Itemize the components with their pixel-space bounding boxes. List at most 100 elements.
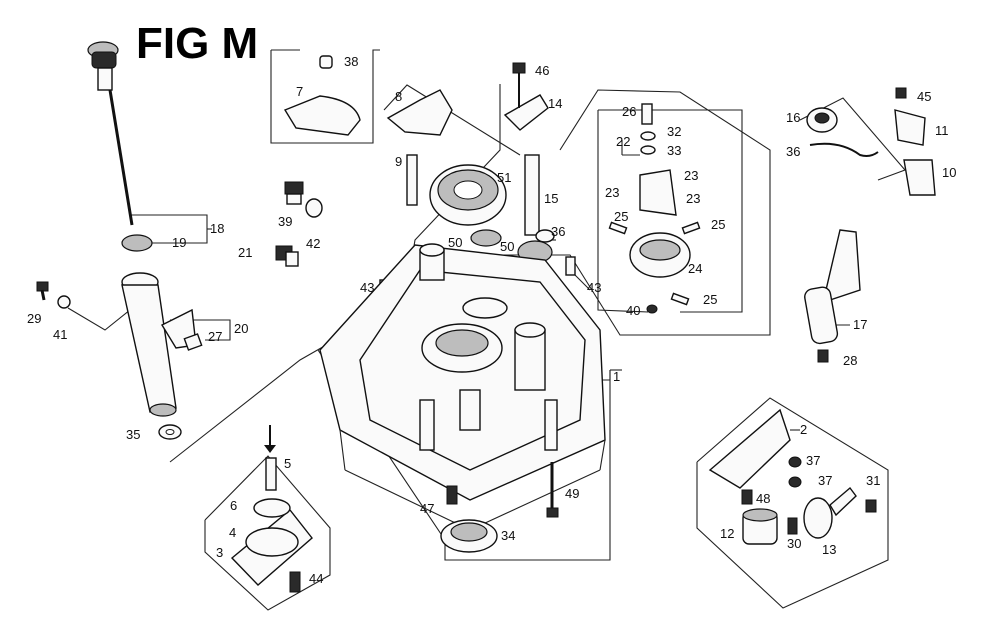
callout-22: 22 (616, 134, 630, 149)
spring-37-lower (788, 476, 802, 488)
callout-37a: 37 (806, 453, 820, 468)
callout-38: 38 (344, 54, 358, 69)
callout-14: 14 (548, 96, 562, 111)
callout-40: 40 (626, 303, 640, 318)
callout-6: 6 (230, 498, 237, 513)
callout-3: 3 (216, 545, 223, 560)
strip-15 (524, 154, 540, 236)
washer-36 (535, 229, 555, 243)
callout-13: 13 (822, 542, 836, 557)
callout-8: 8 (395, 89, 402, 104)
callout-30: 30 (787, 536, 801, 551)
cam-12 (742, 508, 778, 545)
callout-32: 32 (667, 124, 681, 139)
bolt-49 (546, 462, 559, 518)
callout-10: 10 (942, 165, 956, 180)
oil-pump-cover-assembly (230, 425, 313, 593)
callout-45: 45 (917, 89, 931, 104)
callout-47: 47 (420, 501, 434, 516)
cover-10 (903, 159, 936, 196)
callout-42: 42 (306, 236, 320, 251)
callout-9: 9 (395, 154, 402, 169)
callout-5: 5 (284, 456, 291, 471)
callout-49: 49 (565, 486, 579, 501)
callout-4: 4 (229, 525, 236, 540)
callout-34: 34 (501, 528, 515, 543)
callout-12: 12 (720, 526, 734, 541)
washer-41 (57, 295, 71, 309)
plate-2 (708, 408, 791, 489)
callout-43b: 43 (587, 280, 601, 295)
callout-25c: 25 (703, 292, 717, 307)
lever-17 (804, 229, 861, 345)
callout-27: 27 (208, 329, 222, 344)
plate-7 (283, 95, 361, 136)
callout-51: 51 (497, 170, 511, 185)
callout-23c: 23 (686, 191, 700, 206)
callout-50a: 50 (448, 235, 462, 250)
callout-17: 17 (853, 317, 867, 332)
callout-18: 18 (210, 221, 224, 236)
callout-25a: 25 (614, 209, 628, 224)
governor-assembly (608, 103, 701, 314)
callout-1: 1 (613, 369, 620, 384)
bolt-45 (895, 87, 907, 99)
callout-35: 35 (126, 427, 140, 442)
oil-seal-19 (121, 234, 153, 252)
clip-9 (406, 154, 418, 206)
bolt-46 (512, 62, 526, 74)
callout-46: 46 (535, 63, 549, 78)
crankcase-1 (319, 243, 606, 531)
figure-title: FIG M (136, 19, 258, 68)
bolt-31 (865, 499, 877, 513)
callout-33: 33 (667, 143, 681, 158)
callout-7: 7 (296, 84, 303, 99)
callout-37b: 37 (818, 473, 832, 488)
callout-23b: 23 (605, 185, 619, 200)
oil-seal-34 (440, 519, 498, 553)
callout-20: 20 (234, 321, 248, 336)
part-drawings (36, 41, 936, 593)
callout-43a: 43 (360, 280, 374, 295)
callout-26: 26 (622, 104, 636, 119)
callout-44: 44 (309, 571, 323, 586)
callout-16: 16 (786, 110, 800, 125)
callout-21: 21 (238, 245, 252, 260)
bracket-11 (894, 109, 926, 146)
plug-39 (284, 181, 304, 205)
part-number-callouts: 1 2 3 4 5 6 7 8 9 10 11 12 13 14 15 16 1… (27, 54, 956, 586)
callout-19: 19 (172, 235, 186, 250)
bolt-48-lower (741, 489, 753, 505)
oil-fill-tube-part (121, 272, 197, 417)
callout-41: 41 (53, 327, 67, 342)
callout-39: 39 (278, 214, 292, 229)
callout-11: 11 (935, 123, 949, 138)
callout-23a: 23 (684, 168, 698, 183)
dipstick-part (87, 41, 134, 226)
callout-2: 2 (800, 422, 807, 437)
bracket-14 (503, 94, 549, 131)
pin-43-right (565, 256, 576, 276)
pin-38 (319, 55, 333, 69)
bearing-51 (429, 164, 507, 226)
arm-13 (803, 486, 857, 539)
bolt-47 (446, 485, 458, 505)
bolt-28 (817, 349, 829, 363)
callout-36a: 36 (551, 224, 565, 239)
pin-27 (183, 333, 203, 351)
washer-42 (305, 198, 323, 218)
callout-29: 29 (27, 311, 41, 326)
callout-15: 15 (544, 191, 558, 206)
switch-16 (806, 107, 838, 133)
callout-25b: 25 (711, 217, 725, 232)
callout-28: 28 (843, 353, 857, 368)
spring-37-upper (788, 456, 802, 468)
bearing-50-left (470, 229, 502, 247)
callout-31: 31 (866, 473, 880, 488)
callout-48a: 48 (756, 491, 770, 506)
bracket-8 (386, 89, 453, 136)
spring-30 (787, 517, 798, 535)
callout-36b: 36 (786, 144, 800, 159)
